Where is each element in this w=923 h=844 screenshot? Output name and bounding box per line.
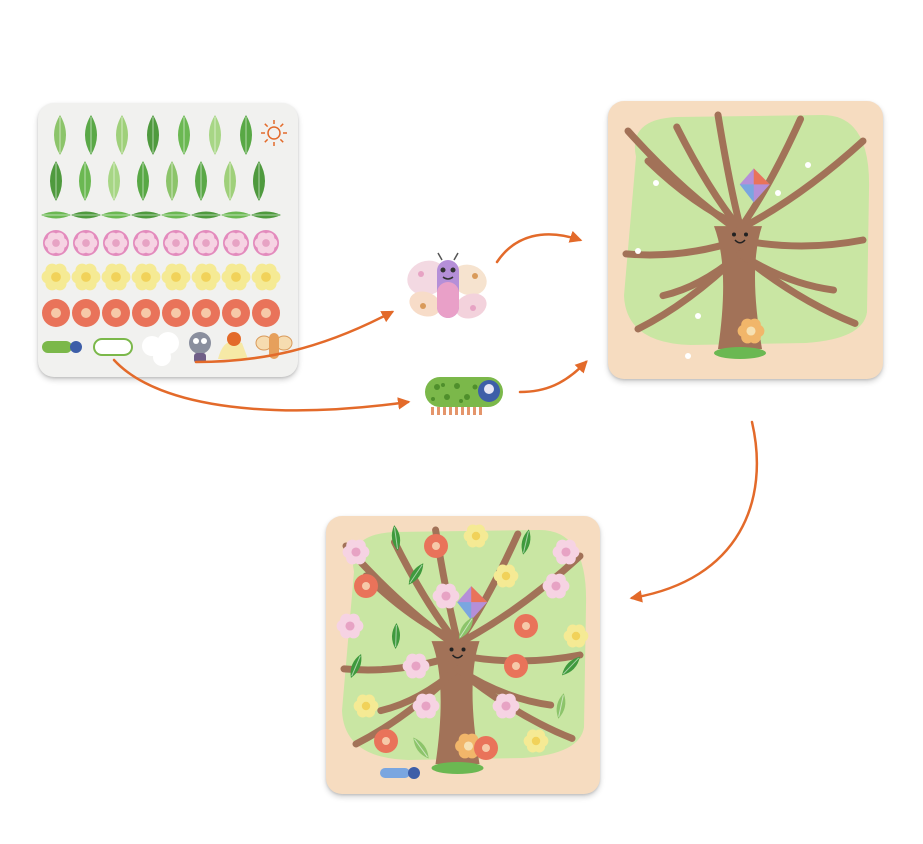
flower-icon — [463, 524, 489, 548]
flower-icon — [221, 263, 251, 291]
sun-icon — [261, 120, 287, 146]
butterfly-cutout — [142, 332, 179, 366]
leaf-icon — [41, 211, 71, 219]
flower-icon — [542, 573, 570, 599]
flower-icon — [353, 694, 379, 718]
leaf-icon — [131, 211, 161, 219]
flower-icon — [493, 564, 519, 588]
leaf-icon — [521, 529, 531, 555]
leaf-icon — [54, 115, 66, 155]
leaf-icon — [147, 115, 159, 155]
leaf-icon — [224, 161, 236, 201]
butterfly-icon — [255, 333, 293, 359]
leaf-icon — [161, 211, 191, 219]
critter-row — [42, 332, 293, 366]
leaf-icon — [408, 563, 424, 585]
leaf-icon — [392, 623, 400, 649]
leaf-icon — [221, 211, 251, 219]
peg-hole — [635, 248, 641, 254]
leaf-icon — [50, 161, 62, 201]
caterpillar-icon — [425, 377, 503, 415]
flower-icon — [164, 232, 188, 254]
flower-icon — [737, 318, 765, 344]
leaf-icon — [108, 161, 120, 201]
caterpillar-icon — [42, 341, 82, 353]
peg-hole — [653, 180, 659, 186]
flower-icon — [342, 539, 370, 565]
kite-icon — [739, 168, 770, 203]
flower-icon — [101, 263, 131, 291]
leaf-icon — [101, 211, 131, 219]
flower-icon — [41, 263, 71, 291]
tree-icon — [622, 111, 867, 349]
leaf-icon — [79, 161, 91, 201]
flower-icon — [552, 539, 580, 565]
leaf-icon — [116, 115, 128, 155]
caterpillar-cutout — [93, 338, 133, 356]
flower-icon — [131, 263, 161, 291]
tree-board-final-illustration — [336, 524, 589, 779]
leaf-icon — [195, 161, 207, 201]
peg-hole — [805, 162, 811, 168]
leaf-icon — [178, 115, 190, 155]
bird-icon — [218, 332, 248, 359]
tree-board-step-illustration — [622, 111, 870, 359]
leaf-icon — [391, 525, 401, 551]
leaf-icon — [251, 211, 281, 219]
caterpillar-piece — [423, 373, 505, 417]
flower-icon — [191, 263, 221, 291]
arrow-butterfly-to-board — [495, 230, 583, 264]
leaf-icon — [458, 617, 474, 639]
peg-hole — [685, 353, 691, 359]
leaf-icon — [71, 211, 101, 219]
flower-icon — [161, 263, 191, 291]
flower-icon — [224, 232, 248, 254]
grass — [431, 762, 484, 774]
flower-icon — [412, 693, 440, 719]
peg-hole — [775, 190, 781, 196]
leaf-icon — [556, 693, 566, 719]
sticker-sheet-card — [38, 103, 298, 377]
leaf-icon — [253, 161, 265, 201]
tree-board-step-card — [608, 101, 883, 379]
leaf-icon — [85, 115, 97, 155]
flower-icon — [71, 263, 101, 291]
butterfly-piece — [405, 252, 491, 328]
flower-icon — [254, 232, 278, 254]
grass — [714, 347, 766, 359]
flower-icon — [44, 232, 68, 254]
leaf-icon — [166, 161, 178, 201]
leaf-icon — [209, 115, 221, 155]
caterpillar-icon — [380, 767, 420, 779]
flower-icon — [523, 729, 549, 753]
flower-icon — [134, 232, 158, 254]
flower-icon — [194, 232, 218, 254]
sticker-sheet-illustration — [41, 115, 293, 366]
leaf-icon — [191, 211, 221, 219]
flower-icon — [432, 583, 460, 609]
flower-icon — [402, 653, 430, 679]
flower-icon — [492, 693, 520, 719]
flower-icon — [251, 263, 281, 291]
leaf-icon — [561, 656, 581, 676]
flower-icon — [336, 613, 364, 639]
butterfly-icon — [407, 252, 487, 319]
flower-icon — [74, 232, 98, 254]
leaf-icon — [137, 161, 149, 201]
leaf-icon — [240, 115, 252, 155]
arrow-caterpillar-to-board — [518, 360, 588, 394]
leaf-icon — [413, 737, 429, 759]
flower-icon — [563, 624, 589, 648]
kite-icon — [457, 586, 488, 621]
tree-board-final-card — [326, 516, 600, 794]
flower-icon — [104, 232, 128, 254]
leaf-icon — [350, 654, 362, 678]
owl-icon — [189, 332, 211, 363]
arrow-board-to-final — [629, 420, 759, 603]
peg-hole — [695, 313, 701, 319]
